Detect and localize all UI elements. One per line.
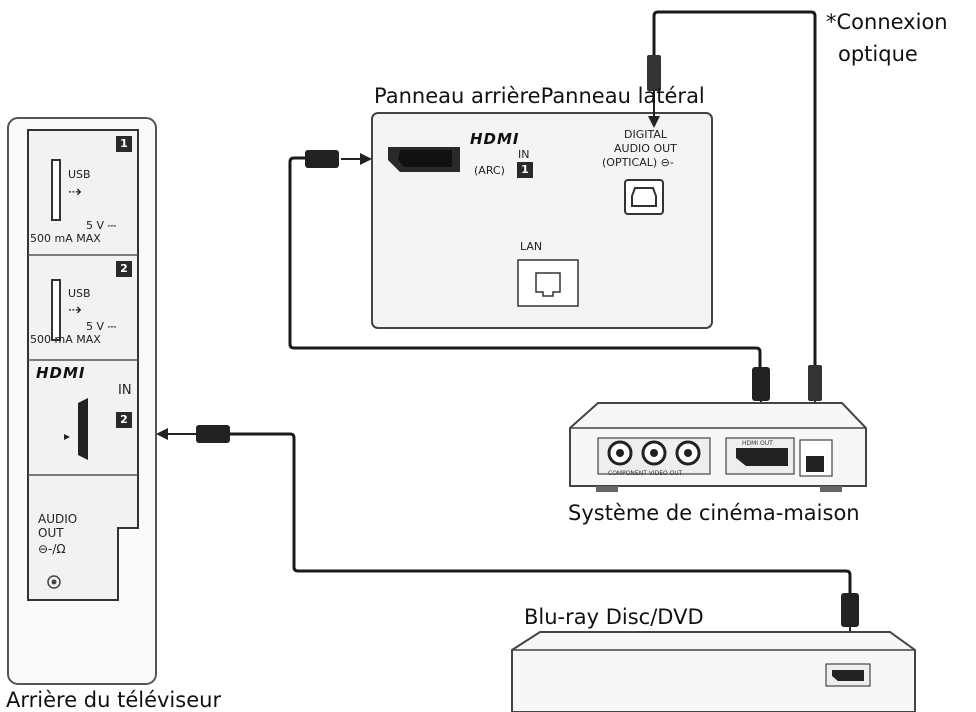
- panel-title-label: Panneau arrièrePanneau latéral: [374, 84, 705, 108]
- ht-hdmi-label: HDMI OUT: [742, 440, 773, 447]
- usb2-label: USB: [68, 287, 91, 300]
- audio-out-symbol: ⊖-/Ω: [38, 542, 66, 556]
- optical-plug-tv: [647, 55, 661, 91]
- hdmi-port-side: [78, 398, 88, 460]
- bluray-label: Blu-ray Disc/DVD: [524, 605, 704, 629]
- optical-connection-label-line1: *Connexion: [826, 10, 948, 34]
- lan-label: LAN: [520, 240, 543, 253]
- usb1-power2: 500 mA MAX: [30, 232, 101, 245]
- usb1-icon: ⇢: [68, 182, 82, 201]
- rear-hdmi-arc: (ARC): [474, 164, 505, 177]
- hdmi-plug-side: [196, 425, 230, 443]
- rear-hdmi-logo: HDMI: [470, 130, 520, 148]
- tv-rear-caption: Arrière du téléviseur: [6, 688, 222, 712]
- usb1-number-badge: 1: [116, 136, 132, 152]
- usb2-icon: ⇢: [68, 300, 82, 319]
- home-theater-label: Système de cinéma-maison: [568, 501, 860, 525]
- usb2-power2: 500 mA MAX: [30, 333, 101, 346]
- tv-rear-panel: [371, 112, 713, 329]
- audio-out-line1: AUDIO: [38, 512, 78, 526]
- cables: [230, 10, 852, 593]
- rear-hdmi-number-badge: 1: [517, 162, 533, 178]
- tv-side-panel: [7, 117, 157, 685]
- home-theater-device: [569, 402, 867, 492]
- audio-out-line2: OUT: [38, 526, 64, 540]
- hdmi-plug-ht: [752, 367, 770, 401]
- hdmi-plug-rear: [305, 150, 339, 168]
- rear-hdmi-in: IN: [518, 148, 530, 161]
- hdmi-plug-bluray: [841, 593, 859, 627]
- usb1-label: USB: [68, 168, 91, 181]
- usb1-power1: 5 V ⎓: [86, 219, 117, 232]
- side-hdmi-in: IN: [118, 383, 132, 398]
- lan-port: [517, 259, 579, 307]
- bluray-device: [511, 631, 916, 712]
- audio-jack: [47, 575, 61, 589]
- usb-port-2: [51, 279, 61, 341]
- usb2-power1: 5 V ⎓: [86, 320, 117, 333]
- optical-connection-label-line2: optique: [838, 42, 918, 66]
- usb2-number-badge: 2: [116, 261, 132, 277]
- digital-audio-line2: AUDIO OUT: [614, 142, 677, 155]
- usb-port-1: [51, 159, 61, 221]
- optical-port: [624, 179, 664, 215]
- component-label: COMPONENT VIDEO OUT: [608, 470, 683, 477]
- optical-plug-ht: [808, 365, 822, 401]
- side-hdmi-number-badge: 2: [116, 412, 132, 428]
- digital-audio-line3: (OPTICAL) ⊖-: [602, 156, 674, 169]
- side-hdmi-logo: HDMI: [36, 364, 86, 382]
- digital-audio-line1: DIGITAL: [624, 128, 668, 141]
